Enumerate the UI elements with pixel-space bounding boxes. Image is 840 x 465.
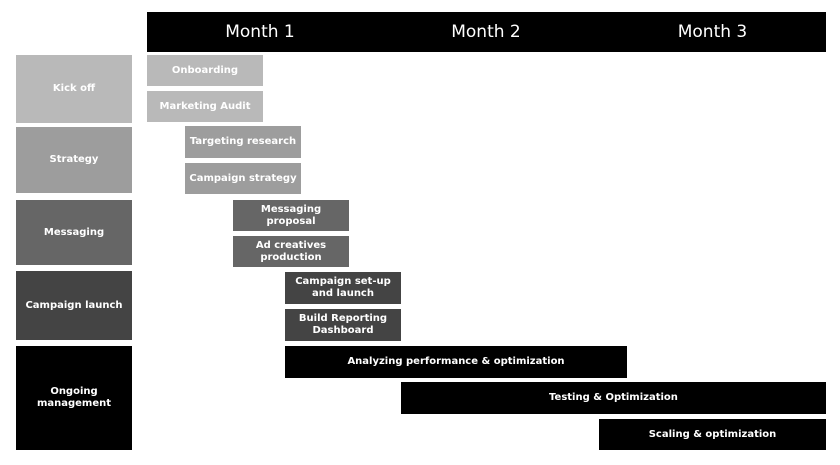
task-ad-creatives-production: Ad creatives production <box>233 236 349 267</box>
task-testing-optimization: Testing & Optimization <box>401 382 826 414</box>
timeline-header: Month 1 Month 2 Month 3 <box>147 12 826 52</box>
task-marketing-audit: Marketing Audit <box>147 91 263 122</box>
task-build-reporting-dashboard: Build Reporting Dashboard <box>285 309 401 341</box>
month-2-label: Month 2 <box>451 22 521 42</box>
task-targeting-research: Targeting research <box>185 126 301 158</box>
phase-messaging: Messaging <box>16 200 132 265</box>
phase-kick-off: Kick off <box>16 55 132 123</box>
phase-ongoing-management: Ongoing management <box>16 346 132 450</box>
phase-strategy: Strategy <box>16 127 132 193</box>
phase-campaign-launch: Campaign launch <box>16 271 132 340</box>
task-messaging-proposal: Messaging proposal <box>233 200 349 231</box>
month-1-label: Month 1 <box>225 22 295 42</box>
task-campaign-setup-launch: Campaign set-up and launch <box>285 272 401 304</box>
task-scaling-optimization: Scaling & optimization <box>599 419 826 450</box>
month-3-label: Month 3 <box>677 22 748 42</box>
task-analyzing-performance: Analyzing performance & optimization <box>285 346 627 378</box>
task-campaign-strategy: Campaign strategy <box>185 163 301 194</box>
task-onboarding: Onboarding <box>147 55 263 86</box>
